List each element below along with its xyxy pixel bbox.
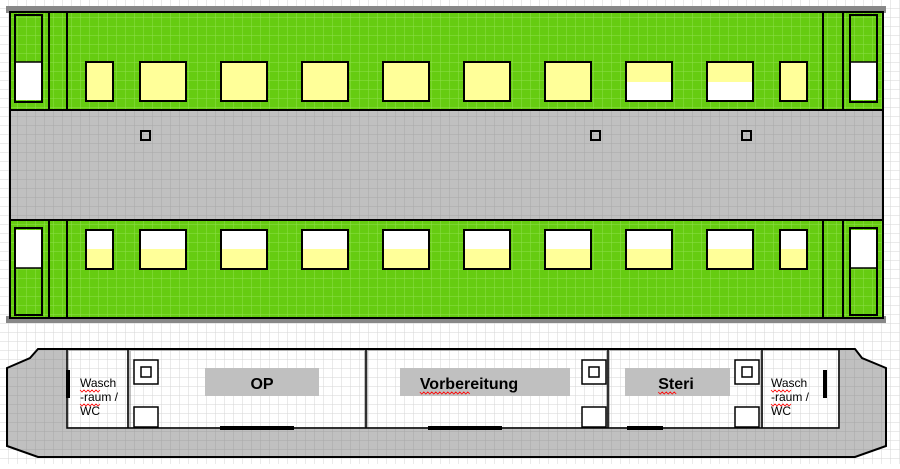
window-upper-3 (220, 61, 268, 102)
upper-windows (85, 61, 808, 102)
top-roof-strip (6, 6, 886, 13)
corridor-marker (741, 130, 752, 141)
door-bottom-left (14, 227, 43, 316)
room-label-op-line-1: OP (250, 376, 273, 393)
window-upper-4 (301, 61, 349, 102)
window-lower-6 (463, 229, 511, 270)
spellcheck-underline (770, 389, 792, 393)
spellcheck-underline (770, 403, 792, 407)
bottom-roof-strip (6, 316, 886, 323)
window-lower-4 (301, 229, 349, 270)
door-mark-left (66, 370, 70, 398)
wall-opening-vorbereitung (428, 426, 502, 430)
window-upper-7 (544, 61, 592, 102)
window-lower-8 (625, 229, 673, 270)
window-lower-9 (706, 229, 754, 270)
room-label-vorbereitung-line-1: Vorbereitung (420, 376, 518, 393)
spellcheck-underline (79, 403, 101, 407)
window-upper-1 (85, 61, 114, 102)
door-top-left (14, 14, 43, 103)
corridor-markers (140, 130, 752, 141)
lower-windows (85, 229, 808, 270)
room-label-washroom-left-line-2: -raum / (80, 390, 119, 404)
washroom-left-floor (69, 351, 127, 427)
cabinet-vorbereitung (581, 359, 607, 428)
window-lower-1 (85, 229, 114, 270)
window-upper-10 (779, 61, 808, 102)
room-label-washroom-left-line-3: WC (80, 404, 100, 418)
door-mark-right (823, 370, 827, 398)
room-label-washroom-left-line-1: Wasch (80, 376, 116, 390)
top-view-plan (6, 6, 886, 323)
corridor-marker (590, 130, 601, 141)
window-lower-3 (220, 229, 268, 270)
cabinet-op (133, 359, 159, 428)
door-top-right (849, 14, 878, 103)
cabinet-steri (734, 359, 760, 428)
window-lower-2 (139, 229, 187, 270)
room-label-washroom-right-line-1: Wasch (771, 376, 807, 390)
room-label-washroom-right-line-2: -raum / (771, 390, 810, 404)
window-lower-7 (544, 229, 592, 270)
steri-label-band (625, 368, 730, 396)
window-upper-9 (706, 61, 754, 102)
window-lower-5 (382, 229, 430, 270)
window-upper-6 (463, 61, 511, 102)
wall-opening-steri (627, 426, 663, 430)
window-upper-5 (382, 61, 430, 102)
window-upper-2 (139, 61, 187, 102)
corridor-marker (140, 130, 151, 141)
wall-opening-op (220, 426, 294, 430)
vorbereitung-label-band (400, 368, 570, 396)
room-label-washroom-right-line-3: WC (771, 404, 791, 418)
window-upper-8 (625, 61, 673, 102)
spellcheck-underline (419, 391, 471, 395)
window-lower-10 (779, 229, 808, 270)
room-label-steri-line-1: Steri (658, 376, 694, 393)
spellcheck-underline (79, 389, 101, 393)
door-bottom-right (849, 227, 878, 316)
op-label-band (205, 368, 319, 396)
spellcheck-underline (657, 391, 677, 395)
central-corridor (9, 109, 884, 221)
